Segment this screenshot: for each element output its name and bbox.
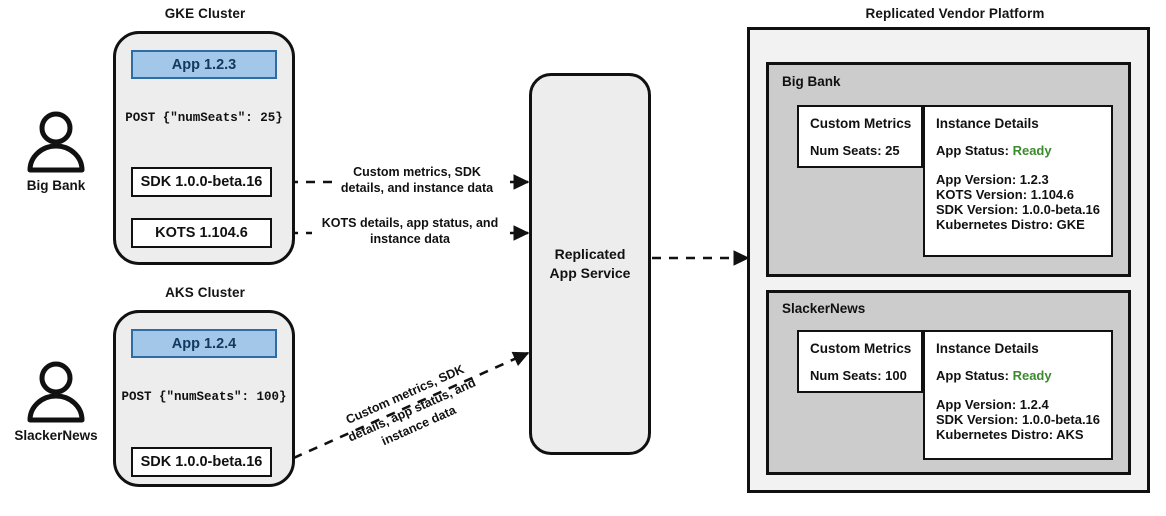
flow-label-line-1: Custom metrics, SDK <box>353 165 481 179</box>
instance-details-lines: App Version: 1.2.4 SDK Version: 1.0.0-be… <box>936 397 1111 442</box>
person-icon-slackernews <box>27 361 85 423</box>
status-badge-ready: Ready <box>1012 143 1052 158</box>
tenant-name-big-bank: Big Bank <box>782 74 841 89</box>
detail-line: Kubernetes Distro: GKE <box>936 217 1085 232</box>
aks-sdk-box[interactable]: SDK 1.0.0-beta.16 <box>131 447 272 477</box>
app-status-label: App Status: <box>936 143 1009 158</box>
service-label-line-2: App Service <box>549 265 631 281</box>
detail-line: SDK Version: 1.0.0-beta.16 <box>936 412 1101 427</box>
instance-details-card-slackernews: Instance Details App Status: Ready App V… <box>923 330 1113 460</box>
flow-label-aks-to-service: Custom metrics, SDK details, app status,… <box>319 351 504 470</box>
actor-label-big-bank: Big Bank <box>26 178 86 193</box>
gke-app-box[interactable]: App 1.2.3 <box>131 50 277 79</box>
gke-kots-box[interactable]: KOTS 1.104.6 <box>131 218 272 248</box>
flow-label-line-2: details, and instance data <box>340 181 494 196</box>
custom-metrics-title: Custom Metrics <box>810 341 912 356</box>
flow-label-kots-to-service: KOTS details, app status, and instance d… <box>312 215 508 248</box>
detail-line: KOTS Version: 1.104.6 <box>936 187 1075 202</box>
aks-post-payload: POST {"numSeats": 100} <box>121 390 287 404</box>
detail-line: Kubernetes Distro: AKS <box>936 427 1084 442</box>
app-status-label: App Status: <box>936 368 1009 383</box>
platform-title: Replicated Vendor Platform <box>865 6 1045 21</box>
service-label-line-1: Replicated <box>554 246 626 263</box>
replicated-app-service-box[interactable]: Replicated App Service <box>529 73 651 455</box>
aks-cluster-title: AKS Cluster <box>165 285 245 300</box>
custom-metrics-card-slackernews: Custom Metrics Num Seats: 100 <box>797 330 923 393</box>
custom-metrics-title: Custom Metrics <box>810 116 912 131</box>
instance-details-title: Instance Details <box>936 341 1039 356</box>
flow-label-line-2: instance data <box>370 232 450 247</box>
gke-cluster-title: GKE Cluster <box>164 6 246 21</box>
flow-label-line-1: KOTS details, app status, and <box>321 216 499 230</box>
detail-line: App Version: 1.2.4 <box>936 397 1049 412</box>
app-status-row: App Status: Ready <box>936 143 1111 158</box>
custom-metrics-card-big-bank: Custom Metrics Num Seats: 25 <box>797 105 923 168</box>
instance-details-title: Instance Details <box>936 116 1039 131</box>
tenant-name-slackernews: SlackerNews <box>782 301 866 316</box>
status-badge-ready: Ready <box>1012 368 1052 383</box>
custom-metrics-num-seats: Num Seats: 100 <box>810 368 907 383</box>
app-status-row: App Status: Ready <box>936 368 1111 383</box>
flow-label-sdk-to-service: Custom metrics, SDK details, and instanc… <box>332 164 502 197</box>
replicated-app-service-label: Replicated App Service <box>550 245 631 283</box>
gke-post-payload: POST {"numSeats": 25} <box>125 111 283 125</box>
aks-app-box[interactable]: App 1.2.4 <box>131 329 277 358</box>
gke-sdk-box[interactable]: SDK 1.0.0-beta.16 <box>131 167 272 197</box>
actor-label-slackernews: SlackerNews <box>14 428 98 443</box>
detail-line: SDK Version: 1.0.0-beta.16 <box>936 202 1101 217</box>
person-icon-big-bank <box>27 111 85 173</box>
instance-details-lines: App Version: 1.2.3 KOTS Version: 1.104.6… <box>936 172 1111 232</box>
instance-details-card-big-bank: Instance Details App Status: Ready App V… <box>923 105 1113 257</box>
custom-metrics-num-seats: Num Seats: 25 <box>810 143 900 158</box>
detail-line: App Version: 1.2.3 <box>936 172 1049 187</box>
